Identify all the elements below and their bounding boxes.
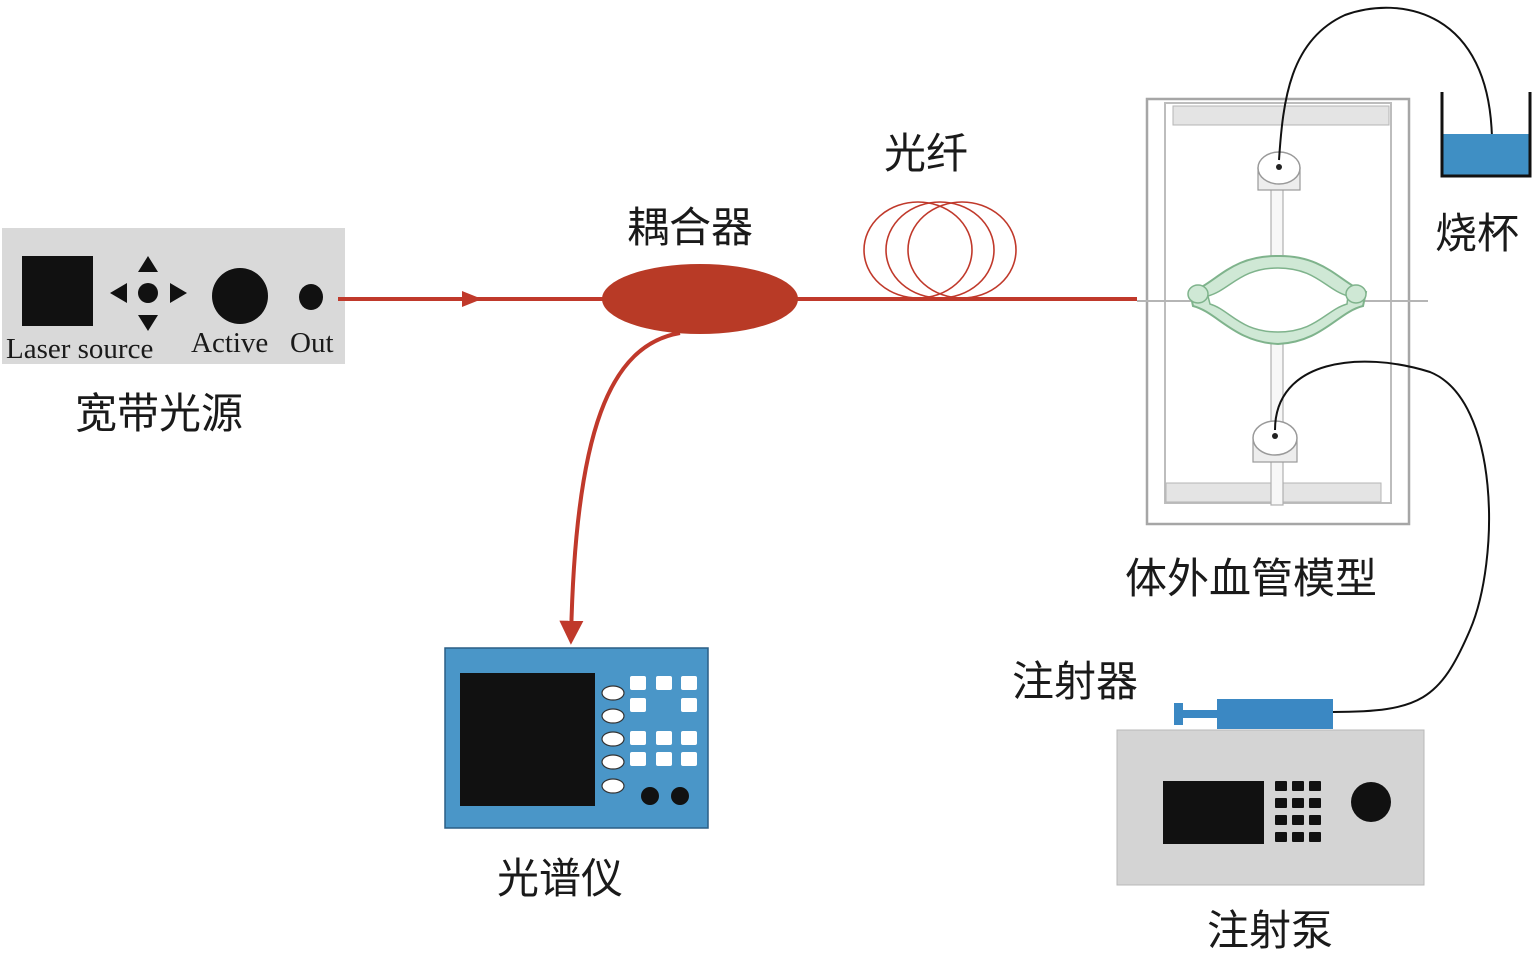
vessel-model-label: 体外血管模型 <box>1125 554 1377 603</box>
pump-knob <box>1351 782 1391 822</box>
out-label: Out <box>290 327 334 359</box>
output-port-icon <box>299 284 323 310</box>
square-button-icon <box>22 256 93 326</box>
laser-source-label: Laser source <box>6 333 153 365</box>
top-connector <box>1257 151 1301 191</box>
coupler-label: 耦合器 <box>627 203 753 252</box>
syringe-pump-label: 注射泵 <box>1207 906 1333 955</box>
spectrometer-knob-left <box>641 787 659 805</box>
spectrometer-oval-buttons <box>601 685 625 794</box>
spectrometer: 光谱仪 <box>444 647 709 903</box>
vessel-right-joint <box>1345 284 1367 304</box>
beaker-outline <box>1440 92 1532 178</box>
coupler-body <box>602 264 798 334</box>
active-label: Active <box>191 327 268 359</box>
spectrometer-label: 光谱仪 <box>497 854 623 903</box>
outflow-tube <box>1278 6 1493 161</box>
vessel-model: 体外血管模型 <box>1125 97 1428 603</box>
spectrometer-knob-right <box>671 787 689 805</box>
vessel-lumen <box>1207 267 1349 333</box>
fiber-label: 光纤 <box>884 129 968 178</box>
pump-screen <box>1163 781 1264 844</box>
syringe-plunger-rod <box>1183 710 1217 718</box>
syringe-plunger-end <box>1174 703 1183 725</box>
syringe-barrel <box>1217 699 1333 729</box>
pump-keypad <box>1275 781 1321 842</box>
fiber-paths <box>338 291 1137 645</box>
inflow-tube <box>1274 360 1491 713</box>
coupler-to-spectrometer-fiber <box>559 331 681 645</box>
broadband-source: Laser source Active Out 宽带光源 <box>2 228 345 438</box>
syringe-label: 注射器 <box>1012 657 1138 706</box>
syringe-pump: 注射泵 <box>1116 729 1425 955</box>
direction-pad-icon <box>110 256 187 331</box>
coupler: 耦合器 <box>602 203 798 334</box>
spectrometer-screen <box>460 673 595 806</box>
beaker-water <box>1442 134 1530 176</box>
vessel-left-joint <box>1187 284 1209 304</box>
broadband-source-label: 宽带光源 <box>75 389 243 438</box>
active-knob-icon <box>212 268 268 324</box>
spectrometer-keypad <box>630 676 697 766</box>
beaker: 烧杯 <box>1435 92 1532 258</box>
direction-arrow-icon <box>462 291 482 307</box>
syringe: 注射器 <box>1012 657 1333 729</box>
fiber-coil-icon <box>863 201 1017 299</box>
beaker-label: 烧杯 <box>1435 209 1519 258</box>
vessel-top-bar <box>1172 105 1390 126</box>
